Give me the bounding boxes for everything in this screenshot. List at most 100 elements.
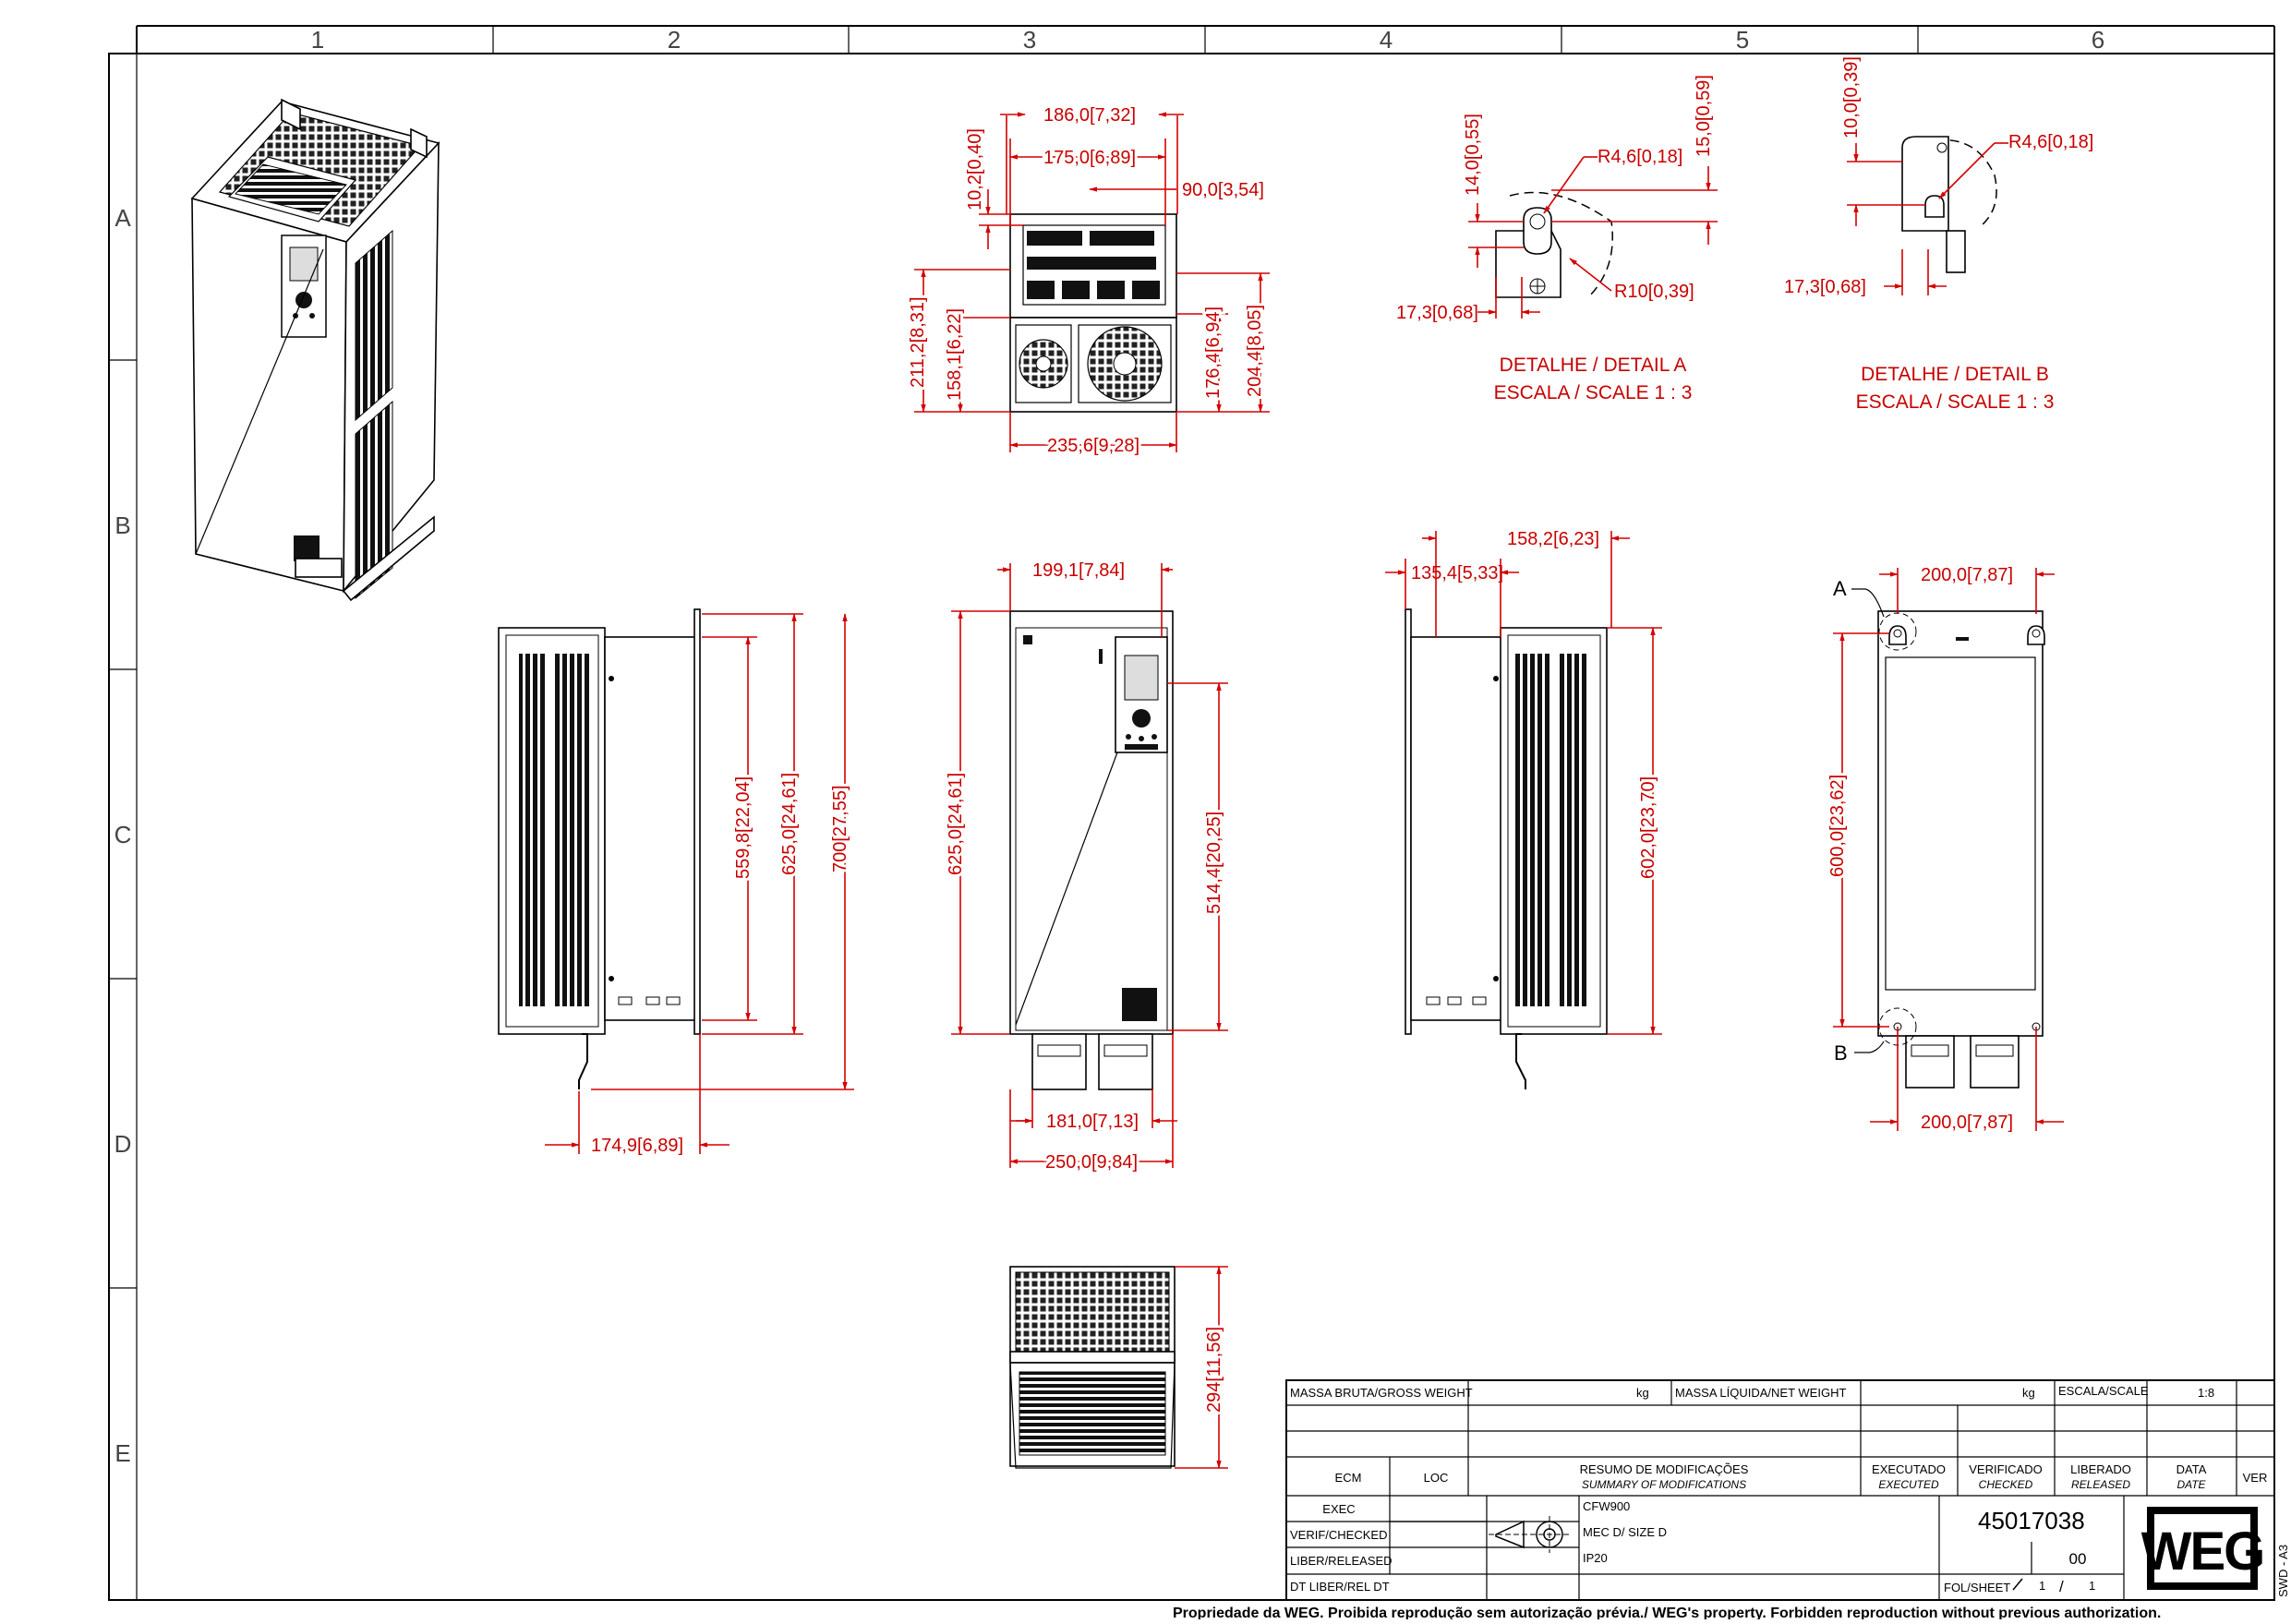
left-side-dimensions: 559,8[22,04] 625,0[24,61] 700[27,55] 174…: [545, 613, 854, 1156]
dim-204: 204,4[8,05]: [1245, 305, 1265, 397]
dim-a-15: 15,0[0,59]: [1694, 75, 1714, 157]
scale-value: 1:8: [2198, 1386, 2214, 1400]
detail-a-dimensions: 14,0[0,55] R4,6[0,18] 15,0[0,59] R10[0,3…: [1396, 75, 1718, 403]
dim-600: 600,0[23,62]: [1827, 775, 1848, 877]
ecm-header: ECM: [1335, 1471, 1362, 1485]
dim-200-bot: 200,0[7,87]: [1921, 1113, 2013, 1133]
dim-b-17: 17,3[0,68]: [1784, 277, 1866, 297]
net-weight-label: MASSA LÍQUIDA/NET WEIGHT: [1675, 1386, 1846, 1400]
sheet-label: FOL/SHEET: [1944, 1581, 2010, 1594]
top-view: [1009, 213, 1177, 413]
dim-602: 602,0[23,70]: [1638, 776, 1658, 879]
executed-header-pt: EXECUTADO: [1872, 1462, 1946, 1476]
title-block-text: MASSA BRUTA/GROSS WEIGHT kg MASSA LÍQUID…: [1290, 1384, 2267, 1595]
dim-a-17: 17,3[0,68]: [1396, 303, 1478, 323]
dim-b-10: 10,0[0,39]: [1841, 56, 1862, 138]
zone-row-e: E: [115, 1439, 130, 1467]
rear-view-dimensions: 200,0[7,87] 600,0[23,62] 200,0[7,87]: [1825, 565, 2064, 1133]
dim-175: 175,0[6,89]: [1043, 148, 1136, 168]
sheet-separator: /: [2059, 1578, 2064, 1595]
dim-559: 559,8[22,04]: [733, 776, 754, 879]
summary-header-pt: RESUMO DE MODIFICAÇÕES: [1580, 1462, 1749, 1476]
detail-a: [1495, 191, 1613, 298]
rear-view: A B: [1833, 577, 2045, 1089]
dim-199: 199,1[7,84]: [1032, 560, 1125, 581]
dim-200-top: 200,0[7,87]: [1921, 565, 2013, 585]
dim-294: 294[11,56]: [1204, 1327, 1224, 1413]
detail-a-scale: ESCALA / SCALE 1 : 3: [1494, 382, 1693, 403]
zone-col-5: 5: [1736, 26, 1749, 54]
checked-header-pt: VERIFICADO: [1969, 1462, 2042, 1476]
sheet-number: 1: [2039, 1579, 2045, 1593]
dim-158-1: 158,1[6,22]: [945, 308, 965, 401]
footer-copyright: Propriedade da WEG. Proibida reprodução …: [1173, 1606, 2161, 1619]
detail-b-callout: B: [1834, 1041, 1848, 1065]
top-view-dimensions: 186,0[7,32] 175,0[6,89] 90,0[3,54] 10,2[…: [905, 105, 1270, 459]
description-line-2: MEC D/ SIZE D: [1583, 1525, 1667, 1539]
zone-col-4: 4: [1380, 26, 1393, 54]
dim-10-2: 10,2[0,40]: [965, 128, 985, 211]
dim-250: 250,0[9,84]: [1045, 1152, 1138, 1173]
dim-186: 186,0[7,32]: [1043, 105, 1136, 126]
detail-b: [1901, 136, 1997, 273]
dim-235: 235,6[9,28]: [1047, 436, 1139, 456]
isometric-view: [190, 98, 440, 602]
sheet-frame: [108, 25, 2275, 1601]
detail-b-title: DETALHE / DETAIL B: [1861, 364, 2049, 385]
dim-181: 181,0[7,13]: [1046, 1112, 1139, 1132]
revision-number: 00: [2069, 1550, 2087, 1568]
zone-row-b: B: [115, 511, 130, 539]
front-view: [1009, 610, 1174, 1090]
date-header-pt: DATA: [2176, 1462, 2207, 1476]
left-side-view: [498, 608, 701, 1089]
zone-row-a: A: [115, 204, 131, 232]
weg-logo-text: WEG: [2141, 1522, 2264, 1582]
projection-symbol: [1489, 1516, 1570, 1553]
bottom-view: [1009, 1266, 1176, 1469]
description-line-3: IP20: [1583, 1551, 1608, 1565]
detail-a-callout: A: [1833, 577, 1847, 600]
loc-header: LOC: [1424, 1471, 1449, 1485]
dim-a-r46: R4,6[0,18]: [1598, 147, 1682, 167]
drawing-number: 45017038: [1978, 1507, 2085, 1534]
right-side-dimensions: 158,2[6,23] 135,4[5,33] 602,0[23,70]: [1385, 529, 1662, 1035]
dim-b-r46: R4,6[0,18]: [2008, 132, 2093, 152]
gross-weight-unit: kg: [1636, 1386, 1649, 1400]
net-weight-unit: kg: [2022, 1386, 2035, 1400]
checked-header-en: CHECKED: [1979, 1478, 2033, 1491]
weg-logo: WEG: [2141, 1507, 2265, 1590]
summary-header-en: SUMMARY OF MODIFICATIONS: [1582, 1478, 1746, 1491]
liber-label: LIBER/RELEASED: [1290, 1554, 1393, 1568]
version-header: VER: [2243, 1471, 2268, 1485]
zone-row-c: C: [115, 821, 132, 848]
dim-625-side: 625,0[24,61]: [779, 773, 800, 875]
dim-514: 514,4[20,25]: [1204, 812, 1224, 914]
gross-weight-label: MASSA BRUTA/GROSS WEIGHT: [1290, 1386, 1473, 1400]
dim-90: 90,0[3,54]: [1182, 180, 1264, 200]
right-side-view: [1405, 608, 1608, 1089]
front-view-dimensions: 199,1[7,84] 625,0[24,61] 514,4[20,25] 18…: [943, 560, 1228, 1175]
detail-a-title: DETALHE / DETAIL A: [1500, 355, 1687, 376]
format-label: SWD - A3: [2276, 1545, 2290, 1597]
sheet-total: 1: [2089, 1579, 2095, 1593]
zone-col-6: 6: [2092, 26, 2104, 54]
date-header-en: DATE: [2176, 1478, 2206, 1491]
zone-row-d: D: [115, 1130, 132, 1158]
dim-174: 174,9[6,89]: [591, 1136, 683, 1156]
dim-700: 700[27,55]: [830, 785, 850, 872]
detail-b-dimensions: 10,0[0,39] R4,6[0,18] 17,3[0,68] DETALHE…: [1784, 56, 2093, 413]
zone-col-2: 2: [668, 26, 681, 54]
dim-a-r10: R10[0,39]: [1614, 282, 1694, 302]
dim-158-2: 158,2[6,23]: [1507, 529, 1599, 549]
dim-a-14: 14,0[0,55]: [1463, 114, 1483, 196]
dim-176: 176,4[6,94]: [1203, 307, 1224, 399]
released-header-pt: LIBERADO: [2070, 1462, 2131, 1476]
dim-211: 211,2[8,31]: [908, 296, 928, 388]
detail-b-scale: ESCALA / SCALE 1 : 3: [1856, 391, 2055, 413]
dim-135: 135,4[5,33]: [1411, 563, 1503, 583]
title-block: [1285, 1379, 2275, 1601]
zone-labels: 1 2 3 4 5 6 A B C D E: [115, 26, 2105, 1467]
dt-liber-label: DT LIBER/REL DT: [1290, 1580, 1390, 1594]
dim-625-front: 625,0[24,61]: [946, 773, 966, 875]
verif-label: VERIF/CHECKED: [1290, 1528, 1387, 1542]
